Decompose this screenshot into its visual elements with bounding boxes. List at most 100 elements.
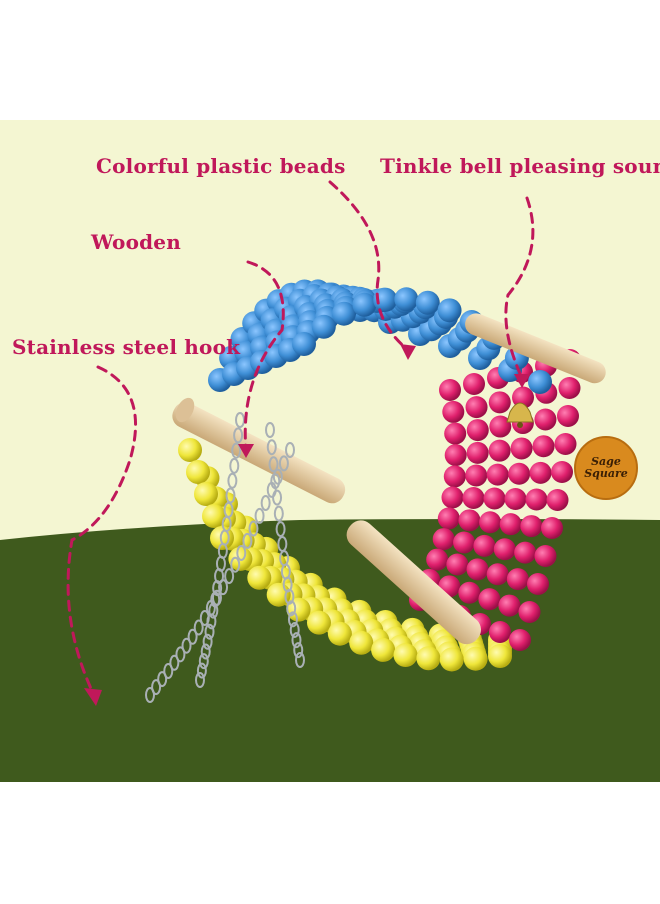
- chain-link: [248, 520, 259, 537]
- chain-link: [236, 544, 247, 561]
- callout-tinkle-bell: Tinkle bell pleasing sound: [380, 154, 660, 178]
- callout-arrows: [66, 180, 535, 697]
- bead: [466, 419, 489, 442]
- arrow-bell: [504, 196, 535, 380]
- chain-link: [218, 579, 229, 596]
- chain-link: [181, 637, 192, 654]
- chain-link: [233, 427, 244, 444]
- bead: [486, 463, 509, 486]
- chain-link: [204, 623, 215, 640]
- chain-link: [260, 495, 271, 512]
- callout-colorful-beads: Colorful plastic beads: [96, 154, 346, 178]
- bead: [488, 644, 512, 668]
- bead: [529, 461, 552, 484]
- chain-link: [200, 643, 211, 660]
- bead: [557, 405, 579, 427]
- chain-link: [266, 439, 277, 456]
- chain-link: [278, 455, 289, 472]
- bead: [466, 558, 489, 581]
- chain-link: [229, 457, 240, 474]
- bead: [426, 548, 449, 571]
- bead: [444, 444, 467, 467]
- bead: [546, 489, 569, 511]
- bead: [327, 621, 352, 646]
- chain-link: [157, 671, 168, 688]
- callout-steel-hook: Stainless steel hook: [12, 335, 241, 359]
- bead: [532, 435, 555, 458]
- bead: [520, 515, 543, 538]
- bead: [504, 488, 527, 510]
- chain-link: [275, 521, 286, 538]
- bead: [541, 517, 563, 539]
- bead: [437, 298, 462, 323]
- bead: [441, 486, 464, 509]
- stainless-steel-chain: [145, 412, 305, 703]
- chain-link: [163, 663, 174, 680]
- bead: [551, 461, 573, 483]
- bead: [415, 290, 440, 315]
- chain-link: [268, 456, 279, 473]
- chain-link: [196, 662, 207, 679]
- bell-icon: [506, 402, 534, 428]
- chain-link: [242, 532, 253, 549]
- chain-link: [265, 422, 275, 438]
- callout-wooden: Wooden: [91, 230, 181, 254]
- bead: [194, 482, 218, 506]
- bead: [311, 314, 336, 339]
- bead: [306, 610, 331, 635]
- bead: [416, 646, 441, 671]
- bead: [443, 465, 466, 488]
- bead: [499, 513, 522, 536]
- chain-link: [293, 642, 304, 659]
- bead: [558, 377, 581, 399]
- chain-link: [272, 489, 283, 506]
- wooden-perch-back: [465, 313, 606, 384]
- chain-link: [235, 412, 245, 428]
- chain-link: [287, 611, 298, 628]
- chain-link: [285, 442, 295, 458]
- bead: [439, 379, 461, 401]
- bead: [514, 541, 537, 564]
- bead: [473, 534, 496, 557]
- bead: [292, 332, 316, 356]
- bead: [493, 538, 516, 561]
- bead: [486, 563, 509, 586]
- chain-link: [224, 568, 235, 585]
- chain-link: [205, 600, 216, 617]
- chain-link: [270, 473, 281, 490]
- brand-logo: Sage Square: [574, 436, 638, 500]
- wooden-perch-top: [172, 397, 346, 504]
- bead: [506, 568, 529, 591]
- bead: [534, 408, 557, 431]
- chain-link: [212, 580, 223, 597]
- chain-link: [286, 600, 297, 617]
- bead: [483, 487, 506, 510]
- bead: [432, 528, 455, 551]
- chain-link: [198, 653, 209, 670]
- bead: [444, 422, 467, 445]
- ground: [0, 519, 660, 782]
- chain-link: [284, 588, 295, 605]
- chain-link: [254, 507, 265, 524]
- chain-link: [193, 619, 204, 636]
- chain-link: [230, 556, 241, 573]
- bead: [439, 647, 464, 672]
- chain-link: [145, 687, 155, 703]
- chain-link: [195, 672, 205, 688]
- bead: [463, 373, 485, 395]
- chain-link: [273, 505, 284, 522]
- product-illustration: [0, 120, 660, 782]
- bead: [331, 301, 356, 326]
- bead: [534, 545, 557, 567]
- bead: [463, 646, 488, 671]
- bead: [371, 637, 396, 662]
- bead: [202, 504, 226, 528]
- bead: [442, 400, 465, 423]
- bead: [527, 573, 549, 595]
- chain-link: [202, 633, 213, 650]
- bead: [458, 581, 481, 604]
- chain-link: [151, 679, 162, 696]
- chain-link: [187, 628, 198, 645]
- arrowheads: [84, 344, 530, 706]
- bead: [478, 588, 501, 611]
